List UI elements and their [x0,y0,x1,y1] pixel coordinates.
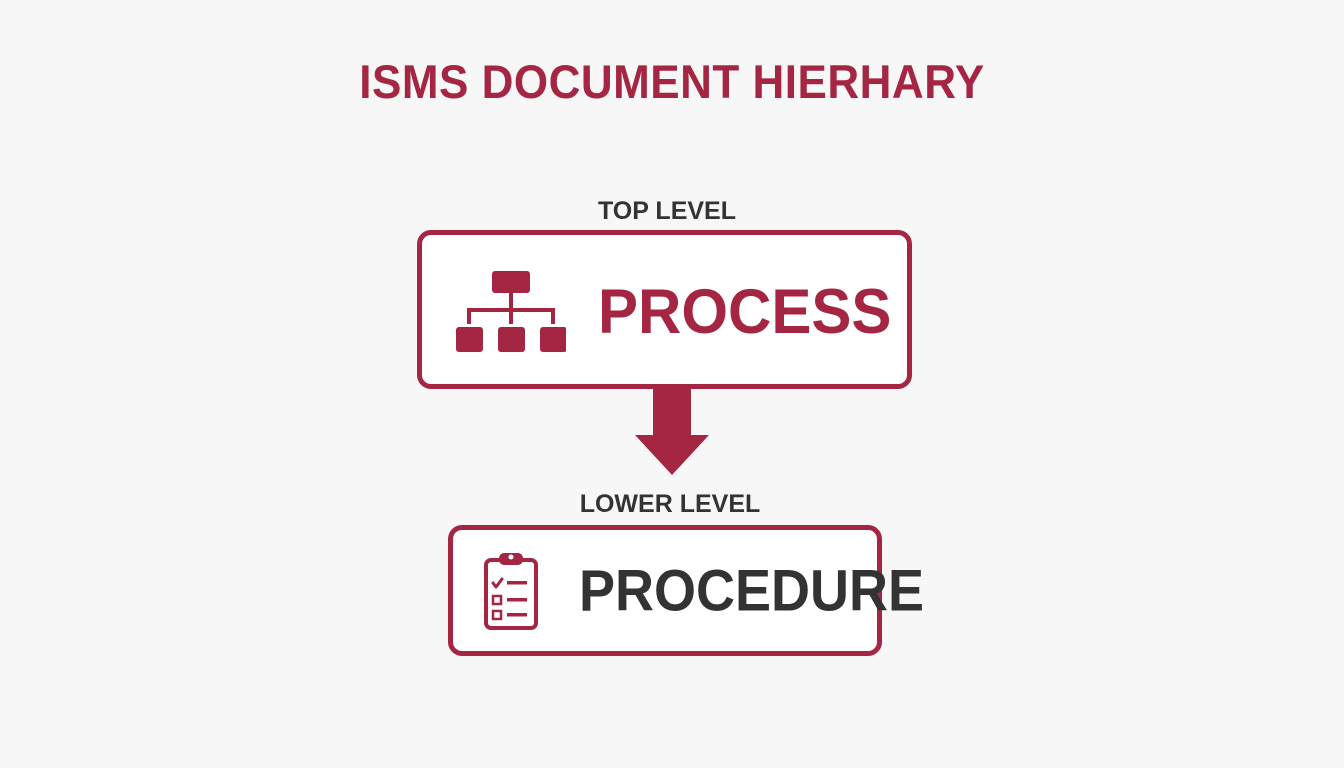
process-text: PROCESS [598,276,892,347]
diagram-title: ISMS DOCUMENT HIERHARY [359,56,985,109]
down-arrow-icon [635,388,709,475]
procedure-box: PROCEDURE [448,525,924,656]
lower-level-label: LOWER LEVEL [579,490,761,518]
top-level-label: TOP LEVEL [597,197,736,225]
hierarchy-icon [456,271,566,352]
procedure-text: PROCEDURE [579,558,925,624]
clipboard-checklist-icon [484,553,538,630]
process-box: PROCESS [417,230,912,389]
